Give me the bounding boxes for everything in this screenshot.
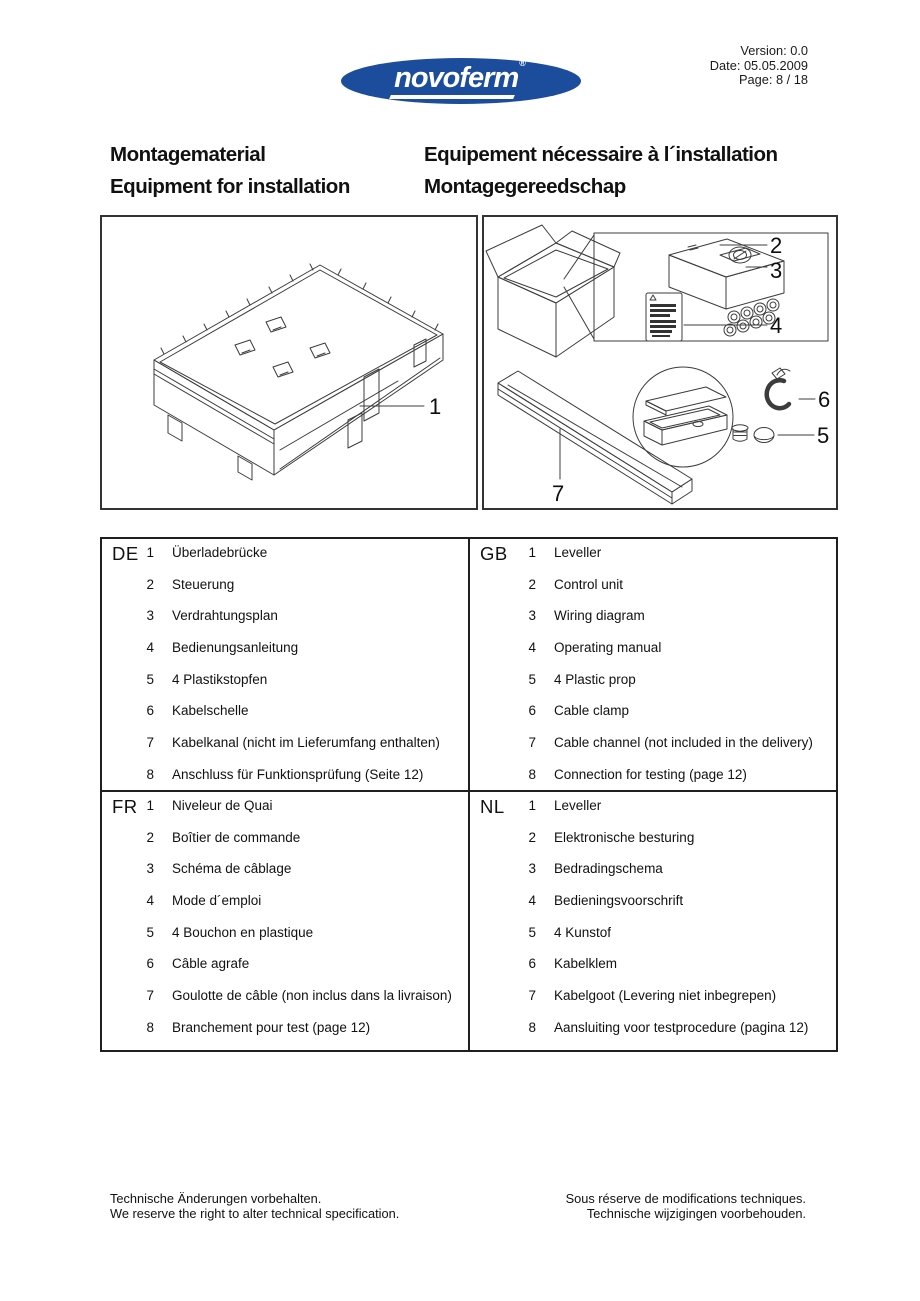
- leveller-drawing: 1: [153, 263, 444, 481]
- callout-3: 3: [745, 258, 782, 283]
- figure-label-1: 1: [429, 394, 441, 419]
- page-number-text: Page: 8 / 18: [738, 72, 808, 87]
- version-text: Version: 0.0: [740, 43, 808, 58]
- title-nl: Montagegereedschap: [424, 174, 626, 198]
- detail-frame: [593, 232, 829, 342]
- control-unit: [668, 238, 785, 337]
- figure-label-4: 4: [770, 313, 782, 338]
- logo-wordmark: novoferm®: [389, 59, 530, 99]
- plastic-props: [731, 424, 775, 443]
- figure-label-2: 2: [770, 233, 782, 258]
- cable-clamp: [764, 367, 792, 411]
- brand-name: novoferm: [394, 62, 519, 94]
- title-de: Montagematerial: [110, 143, 266, 166]
- manual-sheet: [645, 292, 683, 342]
- page-title-right: Equipement nécessaire à l´installation M…: [424, 139, 778, 202]
- callout-6: 6: [798, 387, 830, 412]
- footer-fr-line: Sous réserve de modifications techniques…: [565, 1191, 806, 1206]
- leveller-deck: [153, 263, 444, 431]
- channel-detail-circle: [632, 366, 734, 468]
- callout-7: 7: [552, 428, 564, 506]
- language-code-de: DE: [112, 543, 139, 564]
- cable-channel: [497, 370, 693, 505]
- figure-label-3: 3: [770, 258, 782, 283]
- language-code-gb: GB: [480, 543, 508, 564]
- packaging-drawing: 2 3 4 7: [485, 224, 830, 506]
- leveller-frame: [153, 333, 444, 481]
- cardboard-box: [485, 224, 621, 358]
- footer-de-line: Technische Änderungen vorbehalten.: [110, 1191, 322, 1206]
- footer-nl-line: Technische wijzigingen voorbehouden.: [586, 1206, 806, 1221]
- footer-en-line: We reserve the right to alter technical …: [110, 1206, 400, 1221]
- callout-2: 2: [719, 233, 782, 258]
- document-meta: Version: 0.0 Date: 05.05.2009 Page: 8 / …: [709, 43, 808, 88]
- language-code-fr: FR: [112, 796, 138, 817]
- registered-mark: ®: [519, 58, 526, 69]
- title-en: Equipment for installation: [110, 174, 350, 198]
- figure-label-7: 7: [552, 481, 564, 506]
- novoferm-logo: novoferm®: [341, 58, 581, 104]
- figure-leveller: 1: [100, 215, 478, 510]
- figure-label-6: 6: [818, 387, 830, 412]
- footer-left: Technische Änderungen vorbehalten. We re…: [110, 1191, 399, 1221]
- logo-underline: [389, 95, 515, 99]
- language-code-nl: NL: [480, 796, 505, 817]
- page-title-left: Montagematerial Equipment for installati…: [110, 139, 350, 202]
- callout-1: 1: [359, 394, 441, 419]
- callout-5: 5: [777, 423, 829, 448]
- footer-right: Sous réserve de modifications techniques…: [566, 1191, 806, 1221]
- figure-label-5: 5: [817, 423, 829, 448]
- title-fr: Equipement nécessaire à l´installation: [424, 143, 778, 166]
- figure-packaging: 2 3 4 7: [482, 215, 838, 510]
- callout-4: 4: [683, 313, 782, 338]
- date-text: Date: 05.05.2009: [709, 57, 808, 73]
